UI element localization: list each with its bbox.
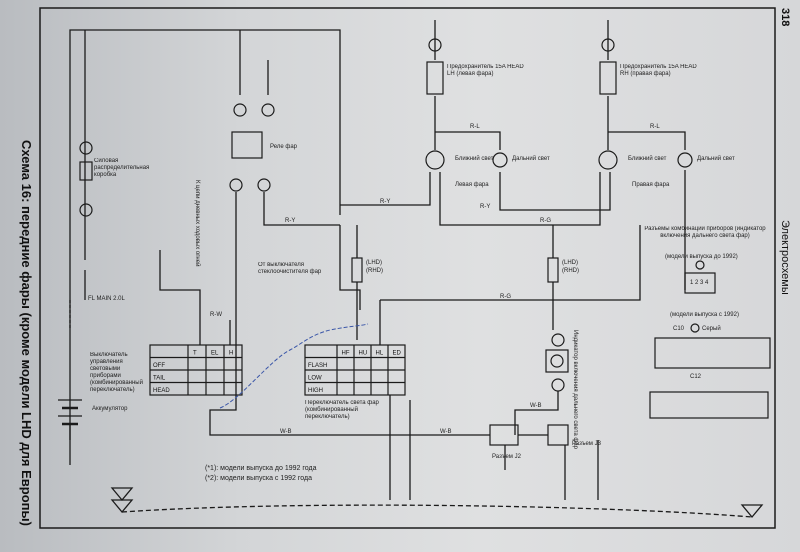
fuse-lh-label: Предохранитель 15A HEAD LH (левая фара) — [447, 64, 524, 77]
indicator-label: Индикатор включения дальнего света фар — [572, 330, 578, 450]
svg-text:(LHD): (LHD) — [366, 260, 382, 266]
diagram-title: Схема 16: передние фары (кроме модели LH… — [19, 140, 34, 526]
svg-text:W-B: W-B — [440, 429, 452, 435]
light-switch-grid: T EL H OFF TAIL HEAD — [150, 345, 242, 395]
section-name: Электросхемы — [779, 220, 791, 295]
svg-text:Серый: Серый — [702, 325, 721, 332]
table-row-label: FLASH — [308, 363, 327, 369]
svg-text:R-Y: R-Y — [480, 204, 490, 210]
j3-label: Разъем J3 — [572, 441, 602, 447]
svg-text:1 2 3 4: 1 2 3 4 — [690, 280, 709, 286]
page-frame — [39, 7, 776, 529]
table-row-label: HIGH — [308, 388, 323, 394]
svg-text:(RHD): (RHD) — [562, 268, 579, 274]
svg-text:R-Y: R-Y — [380, 199, 390, 205]
svg-text:(LHD): (LHD) — [562, 260, 578, 266]
table-header: HF — [342, 351, 350, 357]
svg-text:R-G: R-G — [500, 294, 511, 300]
connector-before-1992 — [684, 272, 716, 294]
relay-label: Реле фар — [270, 144, 298, 150]
dimmer-switch-grid: HF HU HL ED FLASH LOW HIGH — [305, 345, 405, 395]
headlamp-lh-high — [492, 152, 508, 168]
fuse-rh-label: Предохранитель 15A HEAD RH (правая фара) — [620, 64, 697, 77]
svg-text:R-Y: R-Y — [285, 218, 295, 224]
combi-connector-label: Разъемы комбинации приборов (индикатор в… — [644, 226, 766, 239]
headlamp-rh-low — [598, 150, 618, 170]
table-row-label: OFF — [153, 363, 165, 369]
svg-text:(модели выпуска с 1992): (модели выпуска с 1992) — [670, 312, 739, 318]
note-2: (*2): модели выпуска с 1992 года — [205, 475, 312, 482]
rh-lamp-label: Правая фара — [632, 182, 670, 188]
daytime-label: К цепи дневных ходовых огней — [194, 180, 201, 266]
connector-j2 — [489, 424, 519, 446]
lh-lamp-label: Левая фара — [455, 182, 489, 188]
connector-c12 — [649, 391, 769, 419]
connector-c10 — [654, 337, 771, 369]
svg-text:R-L: R-L — [470, 124, 480, 130]
junction-block — [79, 161, 93, 181]
rh-high-label: Дальний свет — [697, 155, 735, 162]
high-beam-indicator — [545, 349, 569, 373]
diagram-title-group: Схема 16: передние фары (кроме модели LH… — [19, 140, 34, 526]
table-row-label: LOW — [308, 376, 322, 382]
headlamp-lh-low — [425, 150, 445, 170]
table-row-label: HEAD — [153, 388, 170, 394]
cleaner-label: От выключателя стеклоочистителя фар — [258, 262, 322, 275]
battery-label: Аккумулятор — [92, 406, 128, 412]
svg-text:C12: C12 — [690, 374, 702, 380]
dimmer-switch-label: Переключатель света фар (комбинированный… — [305, 400, 379, 420]
table-row-label: TAIL — [153, 376, 166, 382]
svg-text:R-L: R-L — [650, 124, 660, 130]
lh-high-label: Дальний свет — [512, 155, 550, 162]
table-header: HL — [376, 351, 384, 357]
junction-block-label: Силовая распределительная коробка — [94, 158, 150, 178]
headlamp-rh-high — [677, 152, 693, 168]
pen-annotation — [219, 323, 369, 409]
page-number: 318 — [779, 8, 791, 26]
fuse-head-rh — [599, 61, 617, 95]
j2-label: Разъем J2 — [492, 454, 522, 460]
svg-text:W-B: W-B — [530, 403, 542, 409]
table-header: ED — [393, 351, 402, 357]
lh-low-label: Ближний свет — [455, 155, 494, 162]
fuse-head-lh — [426, 61, 444, 95]
table-header: EL — [211, 351, 219, 357]
light-switch-label: Выключатель управления световыми прибора… — [90, 352, 143, 393]
note-1: (*1): модели выпуска до 1992 года — [205, 465, 317, 472]
headlight-relay — [231, 131, 263, 159]
table-header: H — [229, 351, 233, 357]
svg-text:(модели выпуска до 1992): (модели выпуска до 1992) — [665, 254, 738, 260]
svg-text:R-G: R-G — [540, 218, 551, 224]
table-header: T — [193, 351, 197, 357]
svg-text:R-W: R-W — [210, 312, 222, 318]
rh-low-label: Ближний свет — [628, 155, 667, 162]
svg-text:C10: C10 — [673, 326, 685, 332]
fusible-link-label: FL MAIN 2.0L — [88, 296, 125, 302]
svg-text:(RHD): (RHD) — [366, 268, 383, 274]
connector-j3 — [547, 424, 569, 446]
svg-text:W-B: W-B — [280, 429, 292, 435]
table-header: HU — [359, 351, 368, 357]
